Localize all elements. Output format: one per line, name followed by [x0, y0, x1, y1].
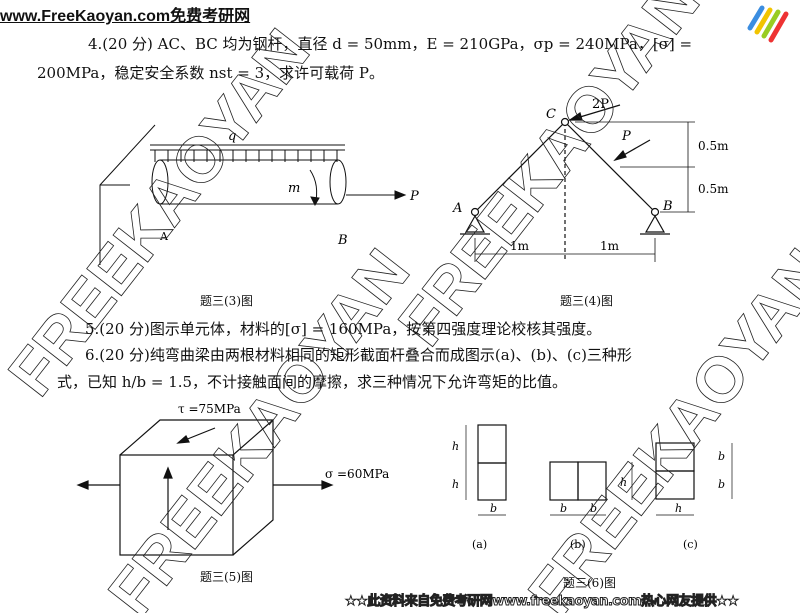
a-label: A	[159, 230, 169, 243]
question-6-line-2: 式，已知 h/b = 1.5，不计接触面间的摩擦，求三种情况下允许弯矩的比值。	[57, 373, 568, 391]
b-label: b	[590, 502, 597, 515]
m-label: m	[288, 181, 300, 196]
p-label: P	[409, 189, 419, 204]
figure-3-caption: 题三(3)图	[200, 294, 253, 308]
b-label: b	[718, 478, 725, 491]
figure-5-caption: 题三(5)图	[200, 570, 253, 584]
len-left: 1m	[510, 239, 530, 253]
question-5: 5.(20 分)图示单元体，材料的[σ] = 160MPa，按第四强度理论校核其…	[85, 320, 602, 338]
section-a-label: (a)	[472, 538, 487, 551]
b-label: b	[560, 502, 567, 515]
figure-6-caption: 题三(6)图	[563, 576, 616, 590]
dim-upper: 0.5m	[698, 139, 729, 153]
b-label: b	[490, 502, 497, 515]
q-label: q	[228, 129, 236, 144]
load-2p-label: 2P	[592, 97, 609, 112]
section-c-label: (c)	[683, 538, 698, 551]
figure-4-caption: 题三(4)图	[560, 294, 613, 308]
figure-6-sections	[465, 424, 733, 516]
len-right: 1m	[600, 239, 620, 253]
h-label: h	[675, 502, 682, 515]
figure-4-truss	[460, 104, 695, 262]
c-node-label: C	[546, 107, 556, 122]
logo-icon	[747, 5, 789, 43]
question-4-line-1: 4.(20 分) AC、BC 均为钢杆，直径 d = 50mm，E = 210G…	[88, 35, 693, 53]
load-p-label: P	[621, 129, 631, 144]
b-label: b	[718, 450, 725, 463]
tau-label: τ =75MPa	[178, 402, 241, 416]
footer-banner: ★★此资料来自免费考研网www.freekaoyan.com热心网友提供★★	[344, 594, 739, 610]
b-label: B	[337, 233, 348, 248]
site-header-link[interactable]: www.FreeKaoyan.com免费考研网	[0, 8, 251, 25]
a-node-label: A	[452, 201, 462, 216]
figure-3-beam	[99, 124, 407, 265]
svg-text:FREEKAOYAN: FREEKAOYAN	[94, 236, 423, 613]
question-6-line-1: 6.(20 分)纯弯曲梁由两根材料相同的矩形截面杆叠合而成图示(a)、(b)、(…	[85, 346, 632, 364]
sigma-label: σ =60MPa	[325, 467, 389, 481]
section-b-label: (b)	[570, 538, 586, 551]
h-label: h	[452, 440, 459, 453]
h-label: h	[620, 476, 627, 489]
b-node-label: B	[662, 199, 673, 214]
figure-5-element	[76, 419, 334, 556]
dim-lower: 0.5m	[698, 182, 729, 196]
svg-text:FREEKAOYAN: FREEKAOYAN	[514, 236, 800, 613]
h-label: h	[452, 478, 459, 491]
question-4-line-2: 200MPa，稳定安全系数 nst = 3，求许可载荷 P。	[37, 64, 385, 82]
